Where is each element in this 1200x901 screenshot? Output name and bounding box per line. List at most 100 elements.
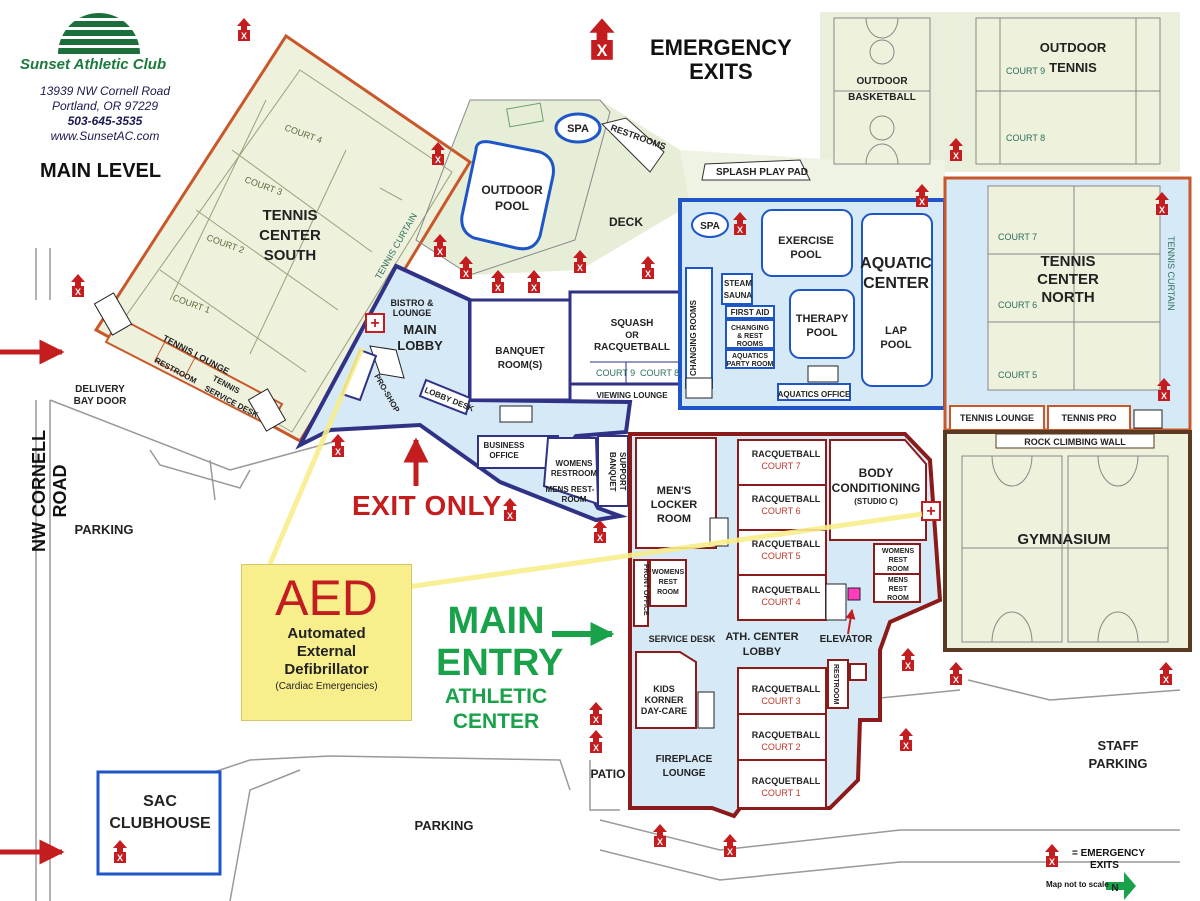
tennis-south-label-1: TENNIS (262, 207, 317, 224)
racquetball-3-label: RACQUETBALL (752, 684, 821, 694)
road-outlines (35, 248, 1181, 901)
aquatic-center-2: CENTER (863, 275, 929, 292)
deck-label: DECK (609, 215, 643, 229)
address-line-2: Portland, OR 97229 (51, 99, 159, 113)
tennis-lounge-north: TENNIS LOUNGE (960, 413, 1034, 423)
outdoor-tennis-court9: COURT 9 (1006, 66, 1045, 76)
mens-locker-3: ROOM (657, 513, 691, 525)
tennis-center-north (943, 176, 1192, 432)
aed-pointers (267, 347, 923, 591)
squash-label-2: OR (625, 330, 639, 340)
entry-arrows (0, 339, 1136, 900)
tennis-north-1: TENNIS (1040, 253, 1095, 270)
level-title: MAIN LEVEL (40, 160, 162, 182)
athletic-center: + (628, 432, 943, 819)
racquetball-court5: COURT 5 (761, 551, 800, 561)
rock-wall-label: ROCK CLIMBING WALL (1024, 437, 1126, 447)
spa-label-aquatic: SPA (700, 221, 720, 232)
mens-rest-1: MENS REST- (546, 485, 595, 494)
clubhouse-label-2: CLUBHOUSE (109, 815, 211, 832)
aquatic-center (678, 198, 947, 410)
aquatics-party-2: PARTY ROOM (727, 361, 774, 368)
aed-callout: AED Automated External Defibrillator (Ca… (241, 564, 412, 721)
tennis-pro-label: TENNIS PRO (1061, 413, 1116, 423)
aed-line-1: Automated (287, 625, 366, 642)
changing-rest-1: CHANGING (731, 325, 770, 332)
gymnasium (943, 430, 1192, 652)
tennis-north-3: NORTH (1041, 289, 1094, 306)
racquetball-6-label: RACQUETBALL (752, 494, 821, 504)
racquetball-court6: COURT 6 (761, 506, 800, 516)
squash-label-1: SQUASH (611, 318, 654, 329)
road-label: NW CORNELL ROAD (29, 430, 70, 552)
club-logo (56, 13, 142, 54)
business-label-1: BUSINESS (484, 441, 526, 450)
racquetball-court3: COURT 3 (761, 696, 800, 706)
outdoor-pool-label-1: OUTDOOR (481, 183, 543, 197)
exercise-pool-1: EXERCISE (778, 235, 834, 247)
staff-parking-1: STAFF (1098, 738, 1139, 753)
tennis-north-court6: COURT 6 (998, 300, 1037, 310)
service-desk-label: SERVICE DESK (649, 634, 716, 644)
legend-line-2: EXITS (689, 59, 753, 84)
aquatic-center-1: AQUATIC (860, 255, 932, 272)
tennis-north-court5: COURT 5 (998, 370, 1037, 380)
therapy-pool-1: THERAPY (796, 313, 849, 325)
main-lobby-building: + (295, 263, 682, 523)
racquetball-1-label: RACQUETBALL (752, 776, 821, 786)
exit-only-label: EXIT ONLY (352, 490, 502, 521)
gymnasium-label: GYMNASIUM (1017, 531, 1110, 548)
aquatics-party-1: AQUATICS (732, 353, 768, 360)
racquetball-7-label: RACQUETBALL (752, 449, 821, 459)
mens-rr2-3: ROOM (887, 595, 909, 602)
body-cond-1: BODY (859, 466, 894, 480)
club-name: Sunset Athletic Club (20, 56, 167, 73)
address-line-1: 13939 NW Cornell Road (39, 84, 171, 98)
racquetball-court7: COURT 7 (761, 461, 800, 471)
changing-rest-3: ROOMS (737, 341, 764, 348)
lap-pool-2: POOL (880, 339, 911, 351)
outdoor-pool (415, 99, 811, 276)
outdoor-tennis-2: TENNIS (1049, 60, 1097, 75)
womens-rr2-1: WOMENS (882, 548, 915, 555)
mens-locker-2: LOCKER (651, 499, 698, 511)
outdoor-tennis-1: OUTDOOR (1040, 40, 1107, 55)
steam-label: STEAM (724, 279, 752, 288)
kids-korner-1: KIDS (653, 684, 675, 694)
legend-small-2: EXITS (1090, 860, 1119, 871)
first-aid-label: FIRST AID (731, 308, 770, 317)
bistro-label-2: LOUNGE (393, 308, 432, 318)
club-phone: 503-645-3535 (67, 114, 143, 128)
emergency-legend: EMERGENCY EXITS (650, 36, 792, 84)
racquetball-4-label: RACQUETBALL (752, 585, 821, 595)
sauna-label: SAUNA (724, 291, 753, 300)
main-lobby-label-2: LOBBY (397, 338, 443, 353)
squash-court8: COURT 8 (640, 368, 679, 378)
mens-rr2-1: MENS (888, 577, 909, 584)
elevator-label: ELEVATOR (820, 634, 874, 645)
mens-locker-1: MEN'S (657, 485, 691, 497)
front-office-label: FRONT OFFICE (642, 564, 649, 616)
racquetball-court4: COURT 4 (761, 597, 800, 607)
bistro-label-1: BISTRO & (390, 298, 434, 308)
main-entry-2: ENTRY (436, 642, 564, 684)
aed-note: (Cardiac Emergencies) (275, 681, 378, 692)
patio-label: PATIO (591, 767, 626, 781)
legend-line-1: EMERGENCY (650, 35, 792, 60)
mens-rr2-2: REST (889, 586, 908, 593)
outdoor-basketball-2: BASKETBALL (848, 92, 916, 103)
squash-label-3: RACQUETBALL (594, 342, 670, 353)
womens-rr-2: REST (659, 579, 678, 586)
womens-restroom-1: WOMENS (556, 459, 594, 468)
aed-title: AED (275, 570, 378, 626)
tennis-north-court7: COURT 7 (998, 232, 1037, 242)
clubhouse-label-1: SAC (143, 793, 177, 810)
outdoor-courts (833, 17, 1161, 165)
racquetball-5-label: RACQUETBALL (752, 539, 821, 549)
racquetball-court2: COURT 2 (761, 742, 800, 752)
banquet-support-2: SUPPORT (618, 452, 627, 491)
ath-lobby-1: ATH. CENTER (725, 631, 798, 643)
banquet-label-2: ROOM(S) (498, 360, 542, 371)
mens-rest-2: ROOM (562, 495, 587, 504)
